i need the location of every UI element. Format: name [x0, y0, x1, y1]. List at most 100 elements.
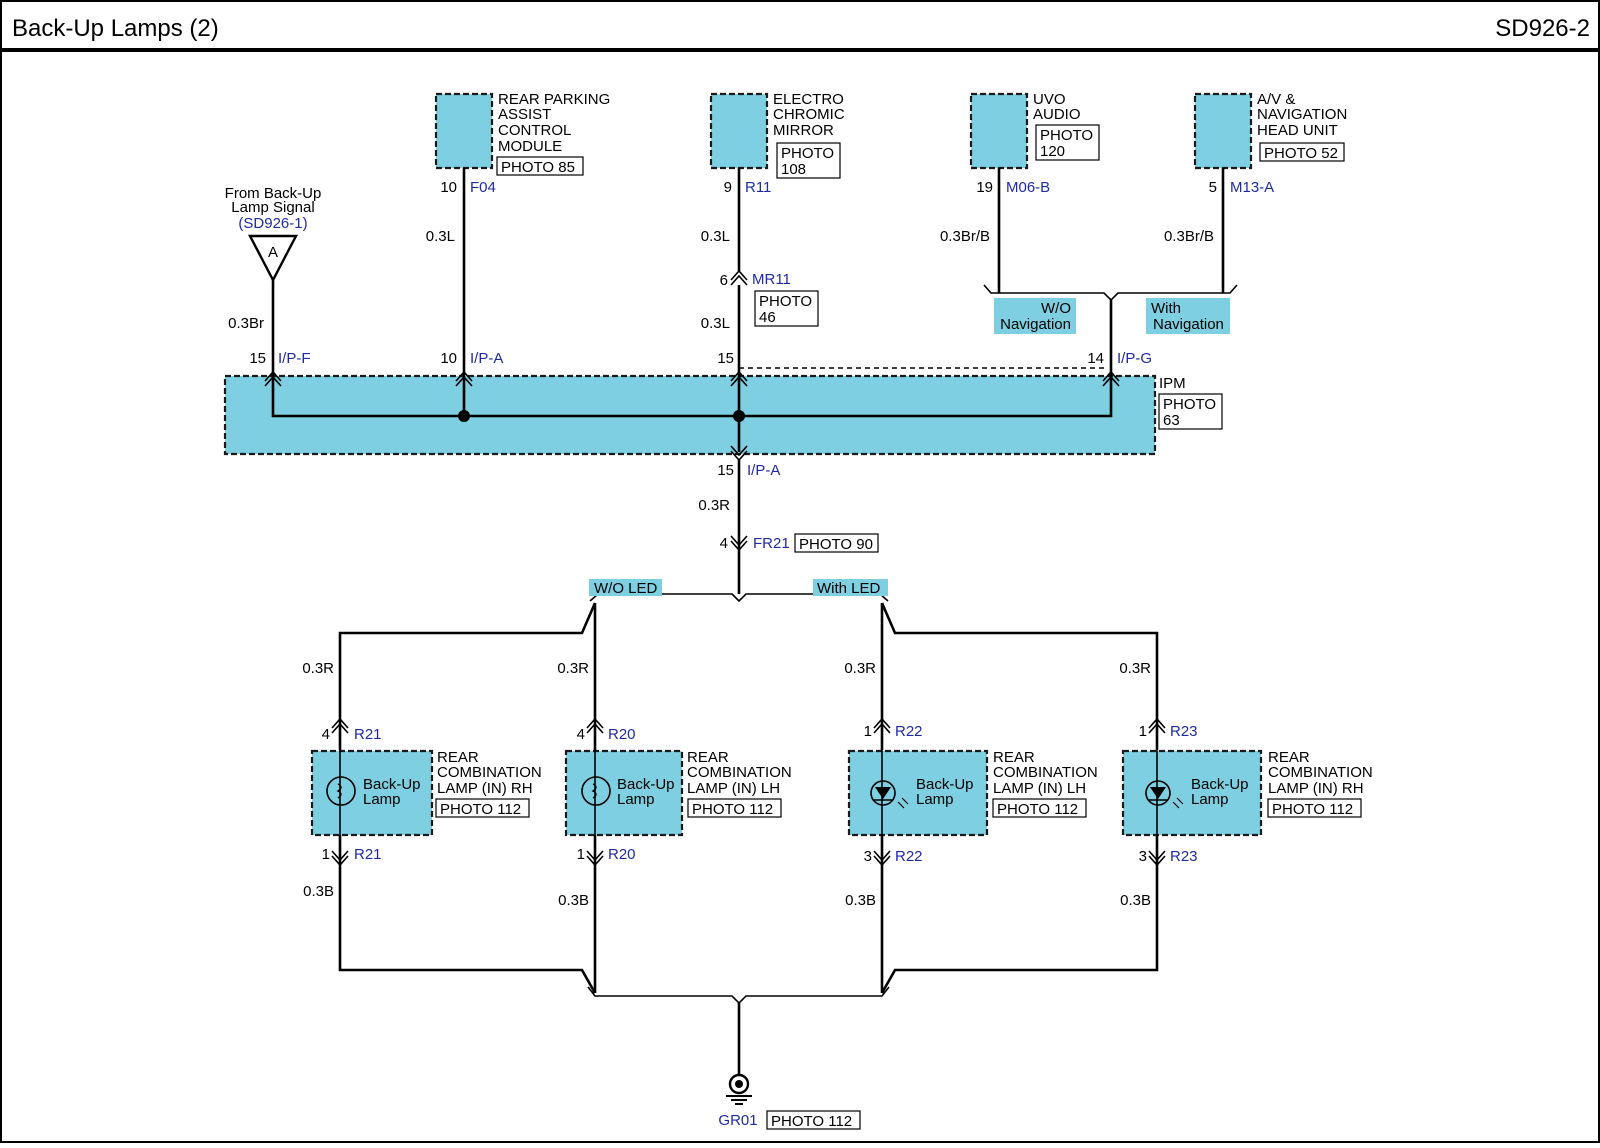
navigation-option-labels: W/O Navigation With Navigation	[994, 298, 1230, 334]
wire-color-label: 0.3R	[302, 660, 334, 677]
module-label-line: ASSIST	[498, 106, 551, 123]
lamp-name: Back-Up	[617, 776, 675, 793]
connector-id: FR21	[753, 535, 790, 552]
source-reference: (SD926-1)	[238, 215, 307, 232]
wire-color-label: 0.3R	[698, 497, 730, 514]
wire-color-label: 0.3L	[701, 315, 730, 332]
option-label: With	[1151, 300, 1181, 317]
lamp-label: COMBINATION	[687, 764, 792, 781]
photo-ref: 46	[759, 309, 776, 326]
lamp-name: Back-Up	[1191, 776, 1249, 793]
option-label: W/O LED	[594, 580, 658, 597]
rear-parking-assist-module: REAR PARKING ASSIST CONTROL MODULE PHOTO…	[434, 91, 610, 196]
lamp-name: Lamp	[363, 791, 401, 808]
signal-letter: A	[268, 244, 278, 261]
led-icon	[1145, 780, 1171, 806]
wire-color-label: 0.3B	[303, 883, 334, 900]
pin-number: 14	[1087, 350, 1104, 367]
photo-ref: PHOTO	[781, 145, 834, 162]
connector-id: R11	[745, 179, 771, 196]
module-label-line: REAR PARKING	[498, 91, 610, 108]
lamp-label: COMBINATION	[1268, 764, 1373, 781]
upper-wires	[271, 168, 1238, 374]
connector-id: R23	[1170, 723, 1198, 740]
pin-number: 1	[322, 846, 330, 863]
back-up-lamp-rh-bulb: Back-Up Lamp REAR COMBINATION LAMP (IN) …	[310, 717, 542, 867]
wire-color-label: 0.3B	[1120, 892, 1151, 909]
lamp-label: REAR	[993, 749, 1035, 766]
pin-number: 6	[720, 272, 728, 289]
filament-icon	[591, 783, 597, 799]
photo-ref: PHOTO 90	[799, 536, 873, 553]
photo-ref: PHOTO 112	[440, 801, 521, 818]
connector-id: R20	[608, 846, 636, 863]
signal-triangle	[248, 234, 298, 283]
photo-ref: 108	[781, 161, 806, 178]
lamp-label: LAMP (IN) RH	[1268, 780, 1364, 797]
lamp-label: REAR	[437, 749, 479, 766]
light-emission-icon	[1172, 797, 1184, 809]
back-up-lamp-rh-led: Back-Up Lamp REAR COMBINATION LAMP (IN) …	[1121, 717, 1373, 867]
ipm-module: IPM PHOTO 63 15 I/P-F 10 I/P-A 15 14 I/P…	[223, 350, 1223, 479]
pin-number: 1	[1139, 723, 1147, 740]
pin-number: 10	[440, 350, 457, 367]
splice-point	[458, 410, 470, 422]
light-emission-icon	[897, 797, 909, 809]
photo-ref: PHOTO 85	[501, 159, 575, 176]
pin-number: 15	[249, 350, 266, 367]
option-label: Navigation	[1153, 316, 1224, 333]
led-icon	[870, 780, 896, 806]
source-label: Lamp Signal	[231, 199, 314, 216]
lamp-name: Lamp	[617, 791, 655, 808]
wire-color-label: 0.3L	[426, 228, 455, 245]
page-code: SD926-2	[1495, 15, 1590, 42]
lamp-label: LAMP (IN) LH	[687, 780, 780, 797]
pin-number: 9	[724, 179, 732, 196]
wire-color-label: 0.3B	[558, 892, 589, 909]
source-label: From Back-Up	[225, 185, 322, 202]
back-up-lamp-lh-led: Back-Up Lamp REAR COMBINATION LAMP (IN) …	[847, 717, 1098, 867]
connector-id: R20	[608, 726, 636, 743]
wire-color-label: 0.3Br	[228, 315, 264, 332]
lamp-label: REAR	[1268, 749, 1310, 766]
module-label-line: MODULE	[498, 138, 562, 155]
filament-icon	[336, 783, 342, 799]
back-up-lamp-lh-bulb: Back-Up Lamp REAR COMBINATION LAMP (IN) …	[564, 717, 792, 867]
photo-ref: PHOTO 52	[1264, 145, 1338, 162]
pin-number: 1	[577, 846, 585, 863]
electro-chromic-mirror: ELECTRO CHROMIC MIRROR PHOTO 108 9 R11	[709, 91, 845, 196]
pin-number: 5	[1209, 179, 1217, 196]
connector-id: F04	[470, 179, 496, 196]
pin-number: 3	[1139, 848, 1147, 865]
splice-point	[733, 410, 745, 422]
module-label-line: AUDIO	[1033, 106, 1081, 123]
pin-number: 15	[717, 462, 734, 479]
wire-color-label: 0.3Br/B	[1164, 228, 1214, 245]
bulb-icon	[326, 776, 356, 806]
option-label: Navigation	[1000, 316, 1071, 333]
ground-point: GR01 PHOTO 112	[718, 1073, 861, 1130]
pin-number: 4	[577, 726, 585, 743]
ipm-label: IPM	[1159, 375, 1186, 392]
lamp-name: Lamp	[1191, 791, 1229, 808]
back-up-signal-source: From Back-Up Lamp Signal (SD926-1) A	[225, 185, 322, 283]
photo-ref: 63	[1163, 412, 1180, 429]
connector-id: GR01	[718, 1112, 757, 1129]
connector-id: I/P-A	[470, 350, 503, 367]
module-label-line: CONTROL	[498, 122, 571, 139]
wire-color-label: 0.3R	[1119, 660, 1151, 677]
av-navigation-head-unit: A/V & NAVIGATION HEAD UNIT PHOTO 52 5 M1…	[1193, 91, 1347, 196]
connector-id: R22	[895, 848, 923, 865]
photo-ref: PHOTO	[759, 293, 812, 310]
photo-ref: 120	[1040, 143, 1065, 160]
module-label-line: MIRROR	[773, 122, 834, 139]
wire-color-label: 0.3R	[844, 660, 876, 677]
led-option-labels: W/O LED With LED	[589, 579, 888, 597]
module-label-line: UVO	[1033, 91, 1066, 108]
connector-id: R22	[895, 723, 923, 740]
lamp-label: COMBINATION	[993, 764, 1098, 781]
fr21-connector: 4 FR21 PHOTO 90	[720, 533, 879, 553]
bulb-icon	[581, 776, 611, 806]
